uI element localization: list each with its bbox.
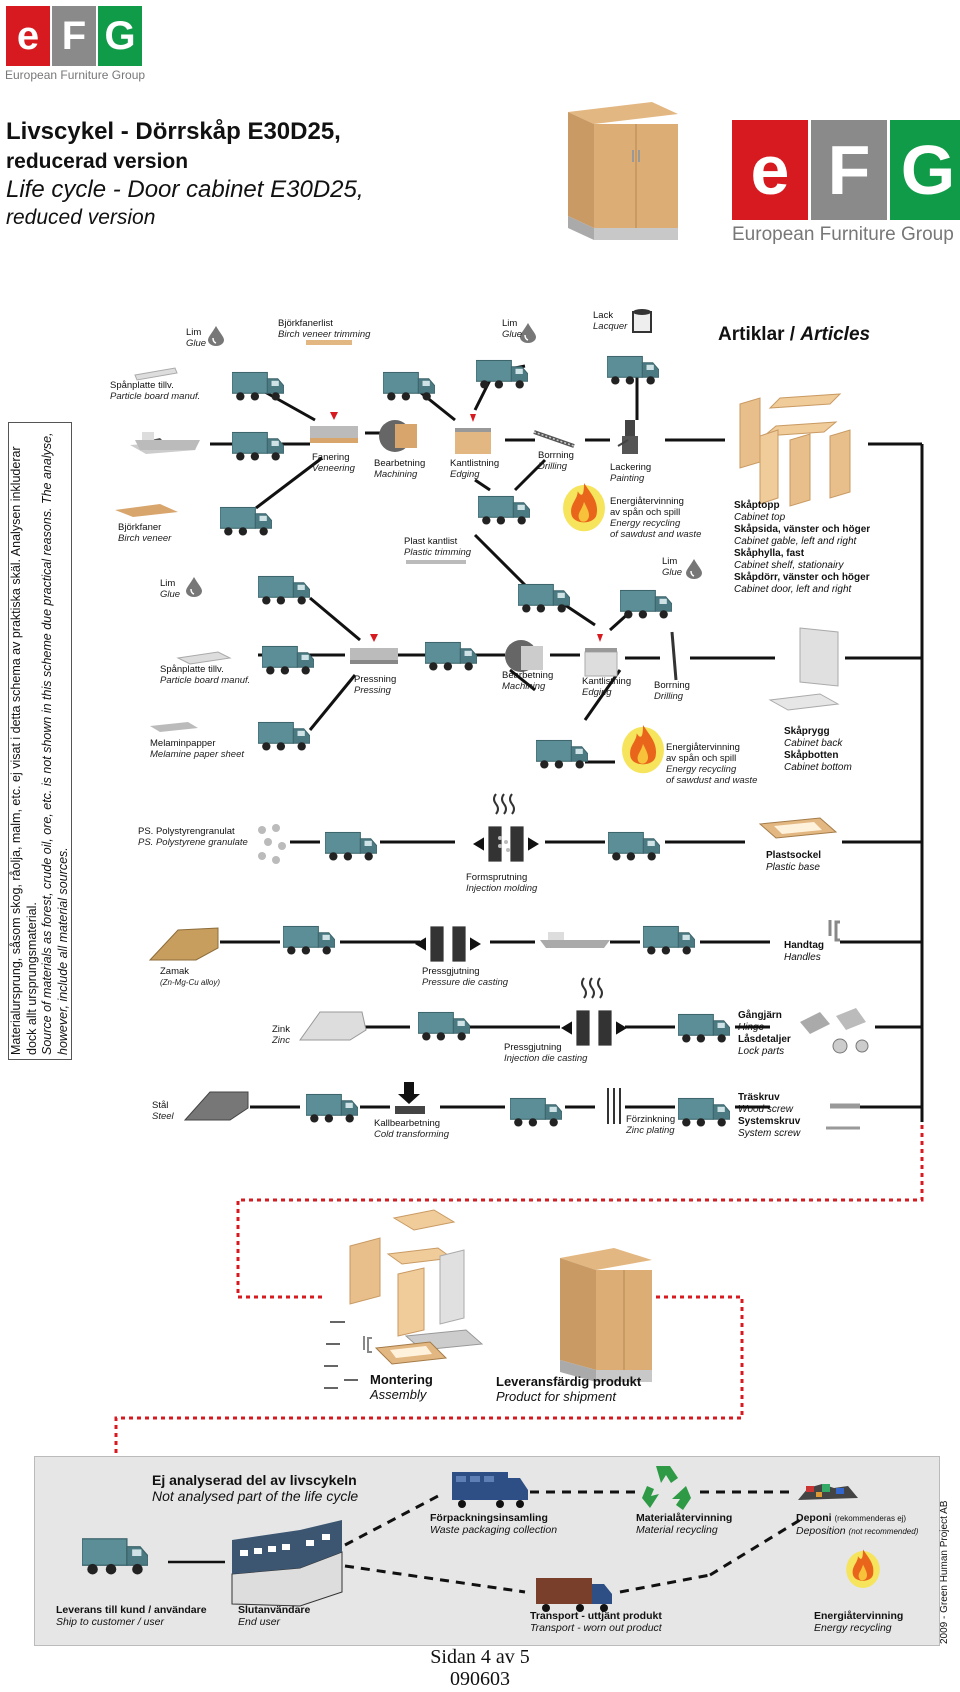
logo-letter-e-large: e (732, 120, 808, 220)
shipment-en: Product for shipment (496, 1389, 616, 1404)
brand-name-large: European Furniture Group (732, 224, 954, 245)
articles-heading-en: Articles (800, 324, 871, 345)
not-analysed-title: Ej analyserad del av livscykeln Not anal… (152, 1472, 358, 1504)
logo-letter-e: e (6, 6, 50, 66)
shipment-label: Leveransfärdig produkt Product for shipm… (496, 1374, 641, 1404)
birch-trim-strip (306, 340, 352, 345)
assembly-en: Assembly (370, 1387, 427, 1402)
end-of-life-diagram (82, 1466, 880, 1612)
brand-name-small: European Furniture Group (5, 68, 146, 82)
not-analysed-sv: Ej analyserad del av livscykeln (152, 1472, 357, 1488)
title-en-1: Life cycle - Door cabinet E30D25, (6, 176, 364, 203)
articles-heading: Artiklar / Articles (718, 324, 870, 346)
plastic-trim-strip (406, 560, 466, 564)
shipment-sv: Leveransfärdig produkt (496, 1374, 642, 1389)
title-en-2: reduced version (6, 206, 156, 229)
logo-letter-f: F (52, 6, 96, 66)
title-sv-2: reducerad version (6, 150, 189, 173)
side-note-box: Materialursprung, såsom skog, råolja, ma… (8, 422, 72, 1060)
efg-logo-large: e F G (732, 120, 960, 220)
logo-letter-g-large: G (890, 120, 960, 220)
not-analysed-en: Not analysed part of the life cycle (152, 1488, 359, 1504)
assembly-label: Montering Assembly (370, 1372, 433, 1402)
copyright-vertical: 2009 - Green Human Project AB (939, 1500, 950, 1644)
efg-logo-small: e F G (6, 6, 142, 66)
footer-date: 090603 (450, 1668, 510, 1690)
articles-heading-sv: Artiklar / (718, 324, 796, 345)
logo-letter-f-large: F (811, 120, 887, 220)
label-zamak: Zamak(Zn-Mg-Cu alloy) (160, 966, 221, 987)
title-sv-1: Livscykel - Dörrskåp E30D25, (6, 118, 341, 145)
assembly-sv: Montering (370, 1372, 433, 1387)
label-spanplatte-2: Spånplatte tillv.Particle board manuf. (160, 664, 251, 686)
label-spanplatte-1: Spånplatte tillv.Particle board manuf. (110, 380, 201, 402)
cabinet-illustration (568, 102, 678, 240)
footer-page: Sidan 4 av 5 (430, 1646, 530, 1668)
eol-deponi: Deponi (rekommenderas ej) Deposition (no… (796, 1512, 919, 1537)
logo-letter-g: G (98, 6, 142, 66)
